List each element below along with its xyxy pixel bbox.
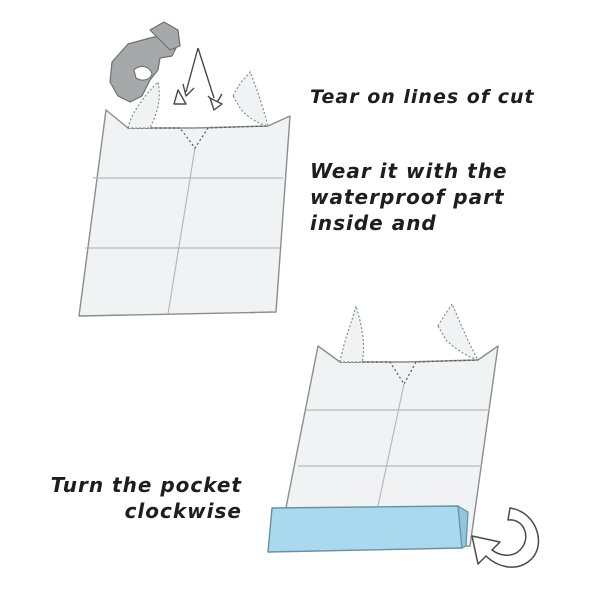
bib-top-fold-v bbox=[167, 147, 196, 315]
step-turn-caption: Turn the pocket clockwise bbox=[51, 472, 242, 524]
step-wear-caption: Wear it with the waterproof part inside … bbox=[310, 158, 508, 236]
bib-bottom-right-flap bbox=[437, 302, 480, 362]
step-turn-line: clockwise bbox=[124, 499, 242, 523]
bib-bottom-left-flap bbox=[339, 303, 365, 363]
step-wear-line: Wear it with the bbox=[310, 159, 508, 183]
step-turn-line: Turn the pocket bbox=[50, 473, 242, 497]
bib-top-tear-line bbox=[128, 125, 269, 150]
bib-top-right-flap bbox=[232, 70, 269, 127]
clockwise-curved-arrow-icon bbox=[471, 507, 540, 568]
step-wear-line: waterproof part bbox=[310, 185, 505, 209]
step-tear-caption: Tear on lines of cut bbox=[310, 86, 535, 108]
bib-bottom-fold-v bbox=[377, 383, 405, 507]
bib-bottom-tear-line bbox=[340, 359, 479, 386]
tear-arrows-icon bbox=[173, 47, 223, 111]
bib-bottom bbox=[267, 302, 499, 553]
bib-bottom-pocket-flap bbox=[457, 504, 469, 549]
bib-bottom-pocket bbox=[267, 505, 463, 553]
hand-pinch-icon bbox=[109, 21, 181, 103]
bib-top bbox=[78, 70, 291, 317]
step-wear-line: inside and bbox=[310, 211, 437, 235]
bib-top-left-flap bbox=[127, 80, 160, 129]
